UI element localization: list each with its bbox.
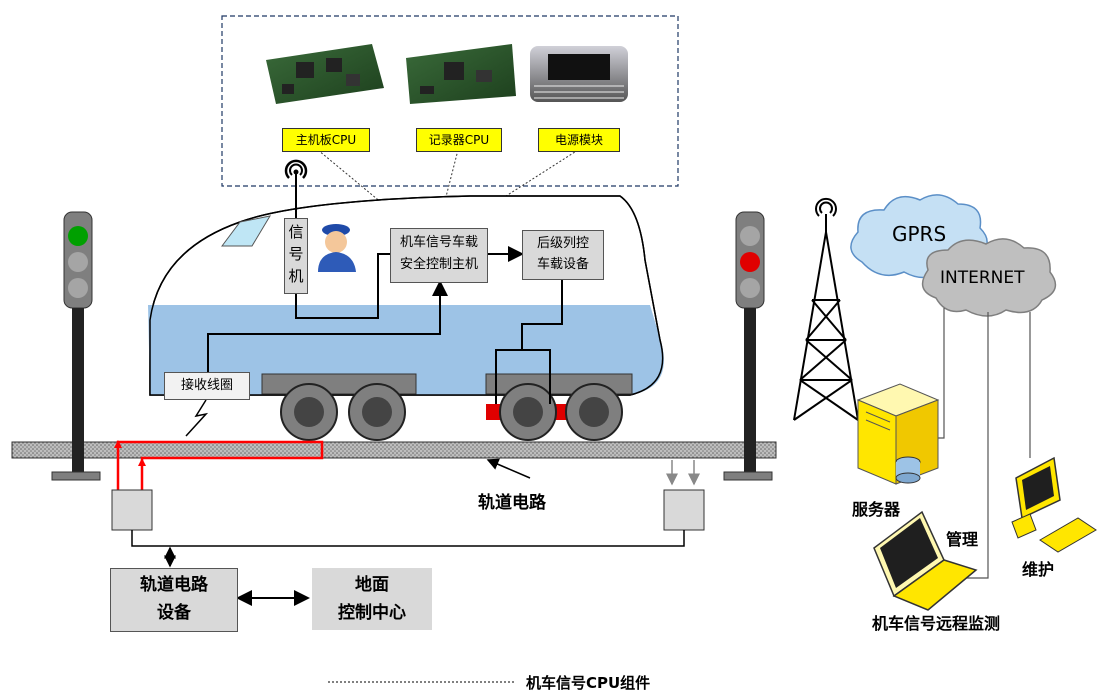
safety-host-line-2: 安全控制主机: [399, 257, 478, 272]
main-board-photo: [262, 40, 384, 104]
signal-machine-char-1: 信: [288, 223, 304, 241]
cpu-components-frame: [221, 15, 679, 187]
signal-machine-char-3: 机: [288, 267, 304, 285]
safety-host-line-1: 机车信号车载: [399, 235, 478, 250]
track-equipment-line-2: 设备: [157, 603, 191, 623]
trackside-box-left: [111, 489, 153, 531]
signal-light-left: [51, 211, 101, 481]
signal-light-right: [723, 211, 773, 481]
rear-control-box: 后级列控 车载设备: [522, 230, 604, 280]
recorder-cpu-label: 记录器CPU: [416, 128, 502, 152]
wheels: [280, 383, 623, 441]
maintain-label: 维护: [1022, 560, 1055, 579]
train-body: [148, 195, 664, 396]
control-center-line-2: 控制中心: [338, 603, 406, 623]
control-center-line-1: 地面: [355, 575, 389, 595]
track-circuit-label: 轨道电路: [478, 493, 546, 513]
rear-control-line-2: 车载设备: [536, 257, 589, 272]
server-icon: [856, 383, 940, 485]
receiver-coil-box: 接收线圈: [164, 372, 250, 400]
control-center-box: 地面 控制中心: [312, 568, 432, 630]
track-equipment-line-1: 轨道电路: [140, 575, 208, 595]
legend-label: 机车信号CPU组件: [526, 674, 651, 692]
radio-tower-icon: [793, 197, 859, 421]
manage-label: 管理: [946, 530, 979, 549]
server-label: 服务器: [852, 500, 901, 519]
signal-lightning-icon: [185, 399, 209, 437]
trackside-box-right: [663, 489, 705, 531]
operator-icon: [318, 224, 356, 272]
internet-label: INTERNET: [940, 268, 1025, 288]
main-board-cpu-label: 主机板CPU: [282, 128, 370, 152]
desktop-icon: [1011, 456, 1097, 553]
recorder-board-photo: [402, 40, 518, 104]
rear-control-line-1: 后级列控: [536, 236, 589, 251]
internet-cloud: [921, 238, 1057, 317]
track-equipment-box: 轨道电路 设备: [110, 568, 238, 632]
remote-monitor-label: 机车信号远程监测: [872, 614, 1001, 633]
gprs-label: GPRS: [892, 222, 947, 246]
track-rail: [11, 441, 777, 459]
power-module-photo: [524, 40, 634, 106]
laptop-icon: [873, 510, 978, 611]
signal-machine-char-2: 号: [288, 245, 304, 263]
power-module-label: 电源模块: [538, 128, 620, 152]
train-antenna-icon: [284, 159, 308, 218]
signal-machine-box: 信 号 机: [284, 218, 308, 294]
safety-host-box: 机车信号车载 安全控制主机: [390, 228, 488, 283]
